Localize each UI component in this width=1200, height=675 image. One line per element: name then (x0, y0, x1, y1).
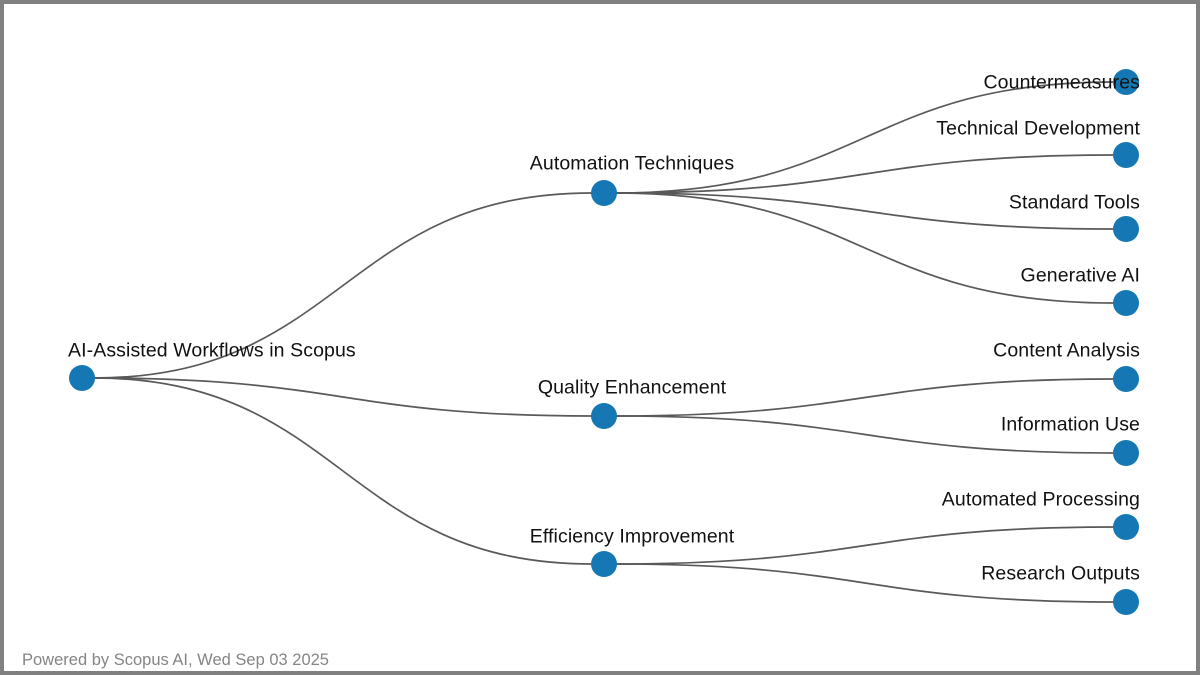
node-genai[interactable] (1113, 290, 1139, 316)
node-stdtools[interactable] (1113, 216, 1139, 242)
node-label-content[interactable]: Content Analysis (993, 339, 1140, 362)
edge-automation-to-stdtools (615, 192, 1115, 230)
node-label-automation[interactable]: Automation Techniques (529, 152, 735, 175)
node-label-quality[interactable]: Quality Enhancement (537, 376, 727, 399)
node-label-autoproc[interactable]: Automated Processing (941, 488, 1140, 511)
edge-quality-to-content (615, 378, 1115, 417)
node-outputs[interactable] (1113, 589, 1139, 615)
node-label-infouse[interactable]: Information Use (1000, 413, 1140, 436)
node-counter[interactable] (1113, 69, 1139, 95)
edge-root-to-quality (93, 377, 593, 417)
edge-quality-to-infouse (615, 415, 1115, 454)
node-automation[interactable] (591, 180, 617, 206)
edge-automation-to-techdev (615, 154, 1115, 194)
edge-efficiency-to-outputs (615, 563, 1115, 603)
node-label-stdtools[interactable]: Standard Tools (1008, 191, 1140, 214)
edge-automation-to-genai (615, 192, 1115, 304)
node-label-genai[interactable]: Generative AI (1020, 264, 1140, 287)
node-infouse[interactable] (1113, 440, 1139, 466)
edge-automation-to-counter (615, 81, 1115, 194)
node-label-efficiency[interactable]: Efficiency Improvement (529, 525, 735, 548)
node-efficiency[interactable] (591, 551, 617, 577)
node-techdev[interactable] (1113, 142, 1139, 168)
node-quality[interactable] (591, 403, 617, 429)
node-label-outputs[interactable]: Research Outputs (981, 562, 1140, 585)
edge-layer (93, 81, 1115, 603)
footer-attribution: Powered by Scopus AI, Wed Sep 03 2025 (22, 651, 329, 669)
node-root[interactable] (69, 365, 95, 391)
node-layer (69, 69, 1139, 615)
mindmap-graph (69, 69, 1139, 615)
edge-efficiency-to-autoproc (615, 526, 1115, 565)
node-content[interactable] (1113, 366, 1139, 392)
node-label-root[interactable]: AI-Assisted Workflows in Scopus (68, 339, 356, 362)
node-autoproc[interactable] (1113, 514, 1139, 540)
node-label-techdev[interactable]: Technical Development (936, 117, 1140, 140)
node-label-counter[interactable]: Countermeasures (983, 71, 1140, 94)
edge-root-to-automation (93, 192, 593, 379)
edge-root-to-efficiency (93, 377, 593, 565)
